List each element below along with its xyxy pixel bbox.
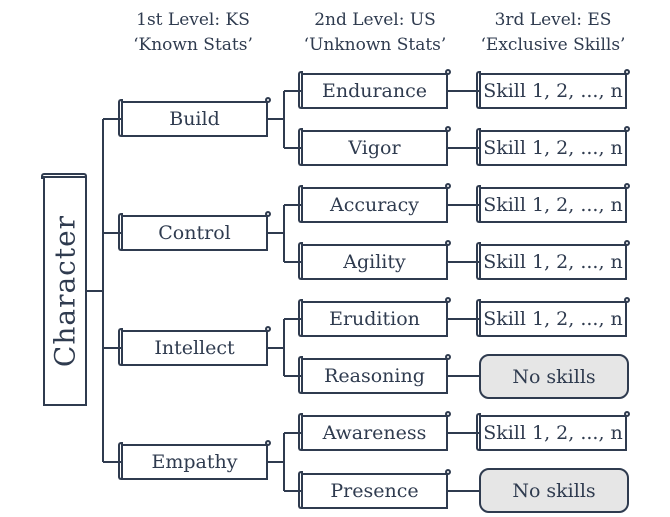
header-level-2: 2nd Level: US ‘Unknown Stats’ bbox=[290, 8, 460, 58]
level2-node-label: Awareness bbox=[322, 422, 427, 444]
level1-node-build: Build bbox=[118, 97, 271, 137]
level2-node-label: Vigor bbox=[348, 137, 401, 159]
level2-node-reasoning: Reasoning bbox=[298, 354, 451, 394]
header-level-3: 3rd Level: ES ‘Exclusive Skills’ bbox=[468, 8, 638, 58]
level3-node-presence-no-skills: No skills bbox=[479, 468, 629, 513]
level2-node-agility: Agility bbox=[298, 240, 451, 280]
level3-node-endurance-skills: Skill 1, 2, ..., n bbox=[476, 69, 630, 109]
level2-node-awareness: Awareness bbox=[298, 411, 451, 451]
level2-node-vigor: Vigor bbox=[298, 126, 451, 166]
header-level-1-title: 1st Level: KS bbox=[136, 10, 250, 30]
header-level-1-subtitle: ‘Known Stats’ bbox=[133, 35, 253, 55]
level3-node-reasoning-no-skills: No skills bbox=[479, 354, 629, 399]
level3-node-vigor-skills: Skill 1, 2, ..., n bbox=[476, 126, 630, 166]
header-level-2-subtitle: ‘Unknown Stats’ bbox=[303, 35, 447, 55]
header-level-3-subtitle: ‘Exclusive Skills’ bbox=[480, 35, 626, 55]
header-level-1: 1st Level: KS ‘Known Stats’ bbox=[113, 8, 273, 58]
root-node-label: Character bbox=[48, 214, 82, 368]
level1-node-control: Control bbox=[118, 211, 271, 251]
level3-node-agility-skills: Skill 1, 2, ..., n bbox=[476, 240, 630, 280]
level2-node-label: Reasoning bbox=[324, 365, 425, 387]
root-node-character: Character bbox=[41, 173, 87, 406]
level3-node-label: Skill 1, 2, ..., n bbox=[483, 308, 623, 330]
level3-node-awareness-skills: Skill 1, 2, ..., n bbox=[476, 411, 630, 451]
level2-node-label: Erudition bbox=[329, 308, 420, 330]
level1-node-empathy: Empathy bbox=[118, 440, 271, 480]
level2-node-accuracy: Accuracy bbox=[298, 183, 451, 223]
level2-node-presence: Presence bbox=[298, 469, 451, 509]
level3-node-label: No skills bbox=[512, 365, 596, 388]
level3-node-label: Skill 1, 2, ..., n bbox=[483, 137, 623, 159]
level3-node-label: Skill 1, 2, ..., n bbox=[483, 251, 623, 273]
level3-node-erudition-skills: Skill 1, 2, ..., n bbox=[476, 297, 630, 337]
level2-node-erudition: Erudition bbox=[298, 297, 451, 337]
header-level-2-title: 2nd Level: US bbox=[314, 10, 436, 30]
header-level-3-title: 3rd Level: ES bbox=[494, 10, 612, 30]
level1-node-label: Build bbox=[169, 108, 220, 130]
level1-node-label: Control bbox=[158, 222, 231, 244]
level2-node-label: Presence bbox=[330, 480, 419, 502]
level1-node-intellect: Intellect bbox=[118, 326, 271, 366]
level3-node-accuracy-skills: Skill 1, 2, ..., n bbox=[476, 183, 630, 223]
level3-node-label: No skills bbox=[512, 479, 596, 502]
level2-node-label: Endurance bbox=[321, 80, 428, 102]
level3-node-label: Skill 1, 2, ..., n bbox=[483, 194, 623, 216]
level1-node-label: Empathy bbox=[151, 451, 238, 473]
level3-node-label: Skill 1, 2, ..., n bbox=[483, 80, 623, 102]
level2-node-label: Agility bbox=[343, 251, 406, 273]
level2-node-label: Accuracy bbox=[329, 194, 420, 216]
level2-node-endurance: Endurance bbox=[298, 69, 451, 109]
level3-node-label: Skill 1, 2, ..., n bbox=[483, 422, 623, 444]
level1-node-label: Intellect bbox=[154, 337, 235, 359]
